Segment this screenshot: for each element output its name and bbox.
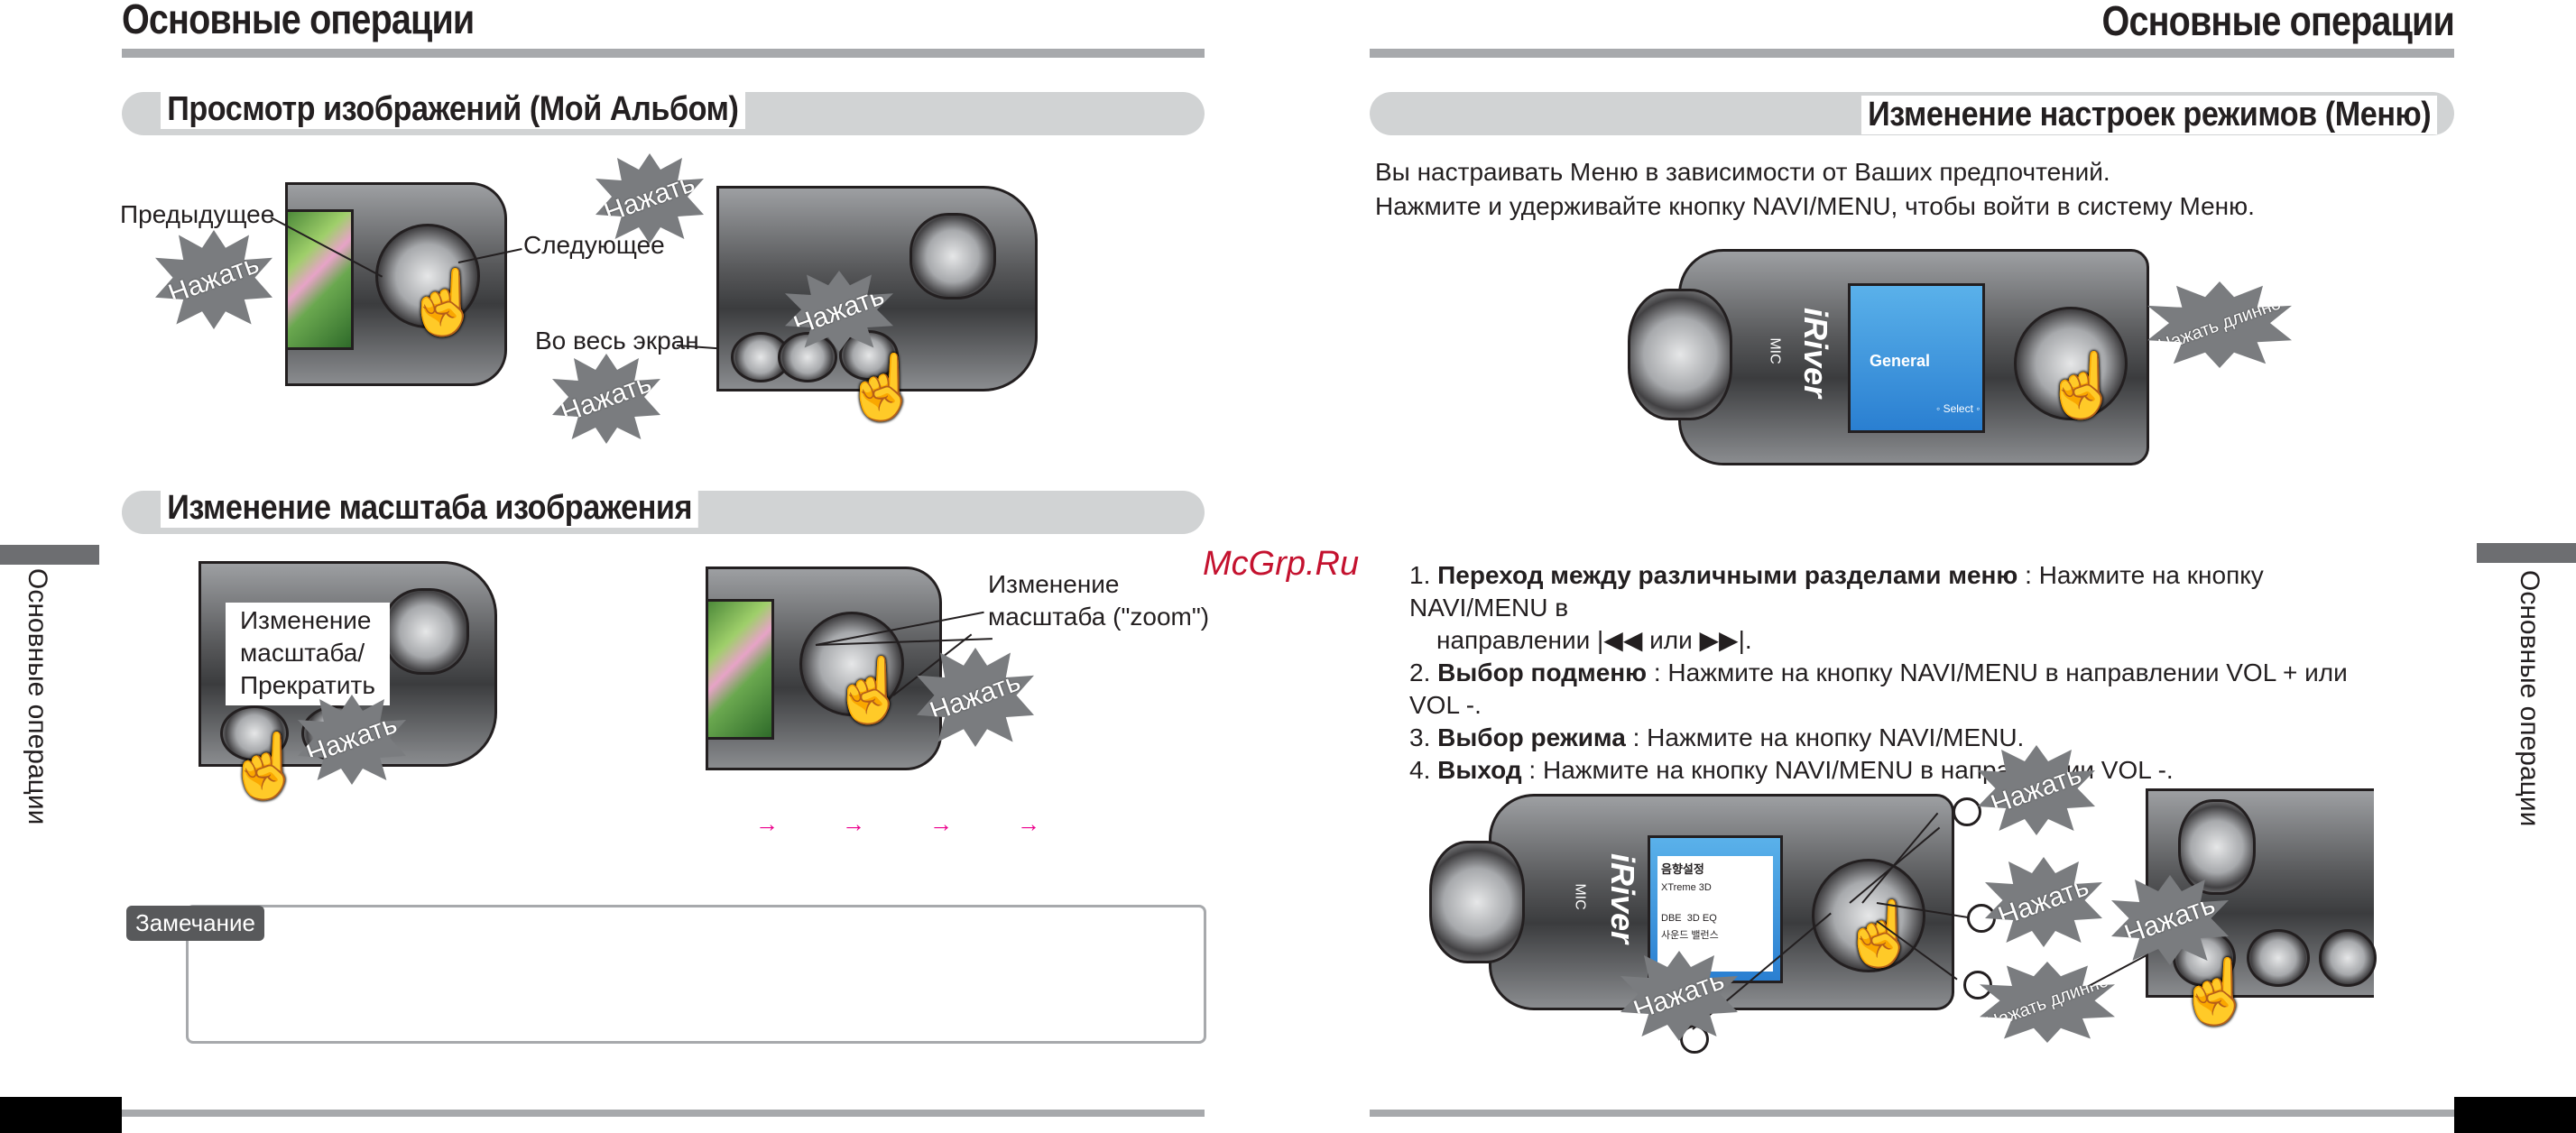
- navi-wheel-2[interactable]: [799, 612, 904, 716]
- step-1-title: Переход между различными разделами меню: [1437, 561, 2018, 589]
- navi-wheel-bottom[interactable]: [1812, 859, 1925, 972]
- step-4-title: Выход: [1437, 756, 1522, 784]
- right-side-label: Основные операции: [2515, 570, 2544, 827]
- step-1-text: : Нажмите на кнопку NAVI/MENU в: [1409, 561, 2264, 622]
- step-4: 4. Выход : Нажмите на кнопку NAVI/MENU в…: [1409, 754, 2402, 787]
- intro-line-2: Нажмите и удерживайте кнопку NAVI/MENU, …: [1375, 192, 2255, 220]
- left-bottom-rule: [122, 1110, 1205, 1117]
- device-knob: [1628, 289, 1732, 420]
- step-2: 2. Выбор подменю : Нажмите на кнопку NAV…: [1409, 657, 2402, 722]
- right-title-rule: [1370, 49, 2454, 58]
- bottom-lcd: 음향설정 XTreme 3D DBE 3D EQ 사운드 밸런스: [1648, 835, 1783, 983]
- note-tag: Замечание: [126, 906, 264, 941]
- long-press-burst-1: Нажать длинно: [2147, 281, 2292, 368]
- zoom-stop-line3: Прекратить: [240, 671, 375, 699]
- lcd-title: 음향설정: [1661, 862, 1704, 876]
- watermark: McGrp.Ru: [1203, 545, 1360, 583]
- hand-pointer-icon-6: ☝: [1841, 898, 1920, 969]
- hand-pointer-icon-4: ☝: [830, 655, 909, 725]
- right-section-title: Изменение настроек режимов (Меню): [1860, 96, 2437, 134]
- menu-lcd: [1848, 283, 1985, 433]
- steps-list: 1. Переход между различными разделами ме…: [1409, 559, 2402, 787]
- bottom-lcd-panel: 음향설정 XTreme 3D DBE 3D EQ 사운드 밸런스: [1657, 856, 1773, 972]
- bottom-top-button-3[interactable]: [2319, 929, 2377, 987]
- left-page-title: Основные операции: [122, 0, 475, 42]
- device-screen-photo-1: [285, 209, 354, 350]
- step-2-num: 2.: [1409, 659, 1431, 686]
- right-bottom-rule: [1370, 1110, 2454, 1117]
- note-box: [186, 905, 1206, 1044]
- arrow-3: →: [929, 810, 953, 837]
- step-3-text: : Нажмите на кнопку NAVI/MENU.: [1625, 723, 2025, 751]
- zoom-label-line2: масштаба ("zoom"): [988, 603, 1210, 631]
- zoom-stop-line2: масштаба/: [240, 639, 365, 667]
- bottom-device-knob: [1429, 841, 1525, 963]
- bottom-mic-label: MIC: [1572, 883, 1588, 910]
- step-1-num: 1.: [1409, 561, 1431, 589]
- arrow-2: →: [842, 810, 865, 837]
- callout-circle-1: [1953, 797, 1981, 826]
- zoom-stop-button[interactable]: [220, 705, 289, 761]
- hand-pointer-icon-7: ☝: [2176, 956, 2256, 1027]
- step-2-title: Выбор подменю: [1437, 659, 1648, 686]
- hand-pointer-icon-3: ☝: [226, 731, 305, 801]
- step-3-num: 3.: [1409, 723, 1431, 751]
- lcd-item-1: XTreme 3D: [1661, 882, 1712, 893]
- lcd-item-4: 사운드 밸런스: [1661, 930, 1719, 941]
- step-3-title: Выбор режима: [1437, 723, 1626, 751]
- zoom-label: Изменение масштаба ("zoom"): [988, 568, 1209, 633]
- label-fullscreen: Во весь экран: [535, 327, 699, 355]
- long-press-burst-2: Нажать длинно: [1980, 962, 2115, 1043]
- press-burst-8: Нажать: [1985, 857, 2102, 947]
- left-side-tab: [0, 545, 99, 565]
- lcd-item-2: DBE: [1661, 913, 1682, 924]
- right-page-title: Основные операции: [2101, 0, 2455, 44]
- bottom-top-knob: [2178, 799, 2256, 895]
- left-title-rule: [122, 49, 1205, 58]
- section2-title: Изменение масштаба изображения: [161, 489, 699, 528]
- zoom-label-line1: Изменение: [988, 570, 1120, 598]
- bottom-top-button-2[interactable]: [2247, 929, 2310, 987]
- navi-wheel-menu[interactable]: [2014, 307, 2128, 420]
- step-4-num: 4.: [1409, 756, 1431, 784]
- label-previous: Предыдущее: [120, 200, 275, 228]
- arrow-1: →: [755, 810, 779, 837]
- left-side-label: Основные операции: [23, 568, 52, 825]
- lcd-select-label: ◦ Select ◦: [1936, 402, 1980, 415]
- step-1-line2: направлении |◀◀ или ▶▶|.: [1436, 626, 1752, 654]
- navi-wheel-1[interactable]: [375, 224, 480, 328]
- right-side-tab: [2477, 543, 2576, 563]
- bottom-brand-logo: iRiver: [1604, 852, 1642, 944]
- mic-label: MIC: [1767, 337, 1783, 364]
- zoom-stop-label-box: Изменение масштаба/ Прекратить: [226, 603, 390, 705]
- press-burst-3: Нажать: [552, 354, 660, 444]
- zoom-stop-line1: Изменение: [240, 606, 372, 634]
- device-screen-photo-2: [706, 599, 774, 740]
- top-button-2[interactable]: [778, 332, 837, 382]
- hand-pointer-icon: ☝: [404, 267, 484, 337]
- step-2-text: : Нажмите на кнопку NAVI/MENU в направле…: [1409, 659, 2348, 719]
- brand-logo: iRiver: [1797, 307, 1835, 399]
- device-top-knob-2: [383, 588, 469, 675]
- step-1: 1. Переход между различными разделами ме…: [1409, 559, 2402, 624]
- right-page-number-block: [2454, 1097, 2576, 1133]
- step-3: 3. Выбор режима : Нажмите на кнопку NAVI…: [1409, 722, 2402, 754]
- intro-line-1: Вы настраивать Меню в зависимости от Ваш…: [1375, 158, 2110, 186]
- lcd-item-3: 3D EQ: [1686, 913, 1717, 924]
- hand-pointer-icon-5: ☝: [2043, 350, 2122, 420]
- lcd-general-label: General: [1870, 352, 1931, 370]
- arrow-4: →: [1017, 810, 1040, 837]
- label-next: Следующее: [523, 231, 665, 259]
- press-burst-1: Нажать: [155, 230, 272, 329]
- section1-title: Просмотр изображений (Мой Альбом): [161, 90, 745, 129]
- left-page-number-block: [0, 1097, 122, 1133]
- device-top-knob: [909, 213, 996, 299]
- hand-pointer-icon-2: ☝: [843, 352, 922, 422]
